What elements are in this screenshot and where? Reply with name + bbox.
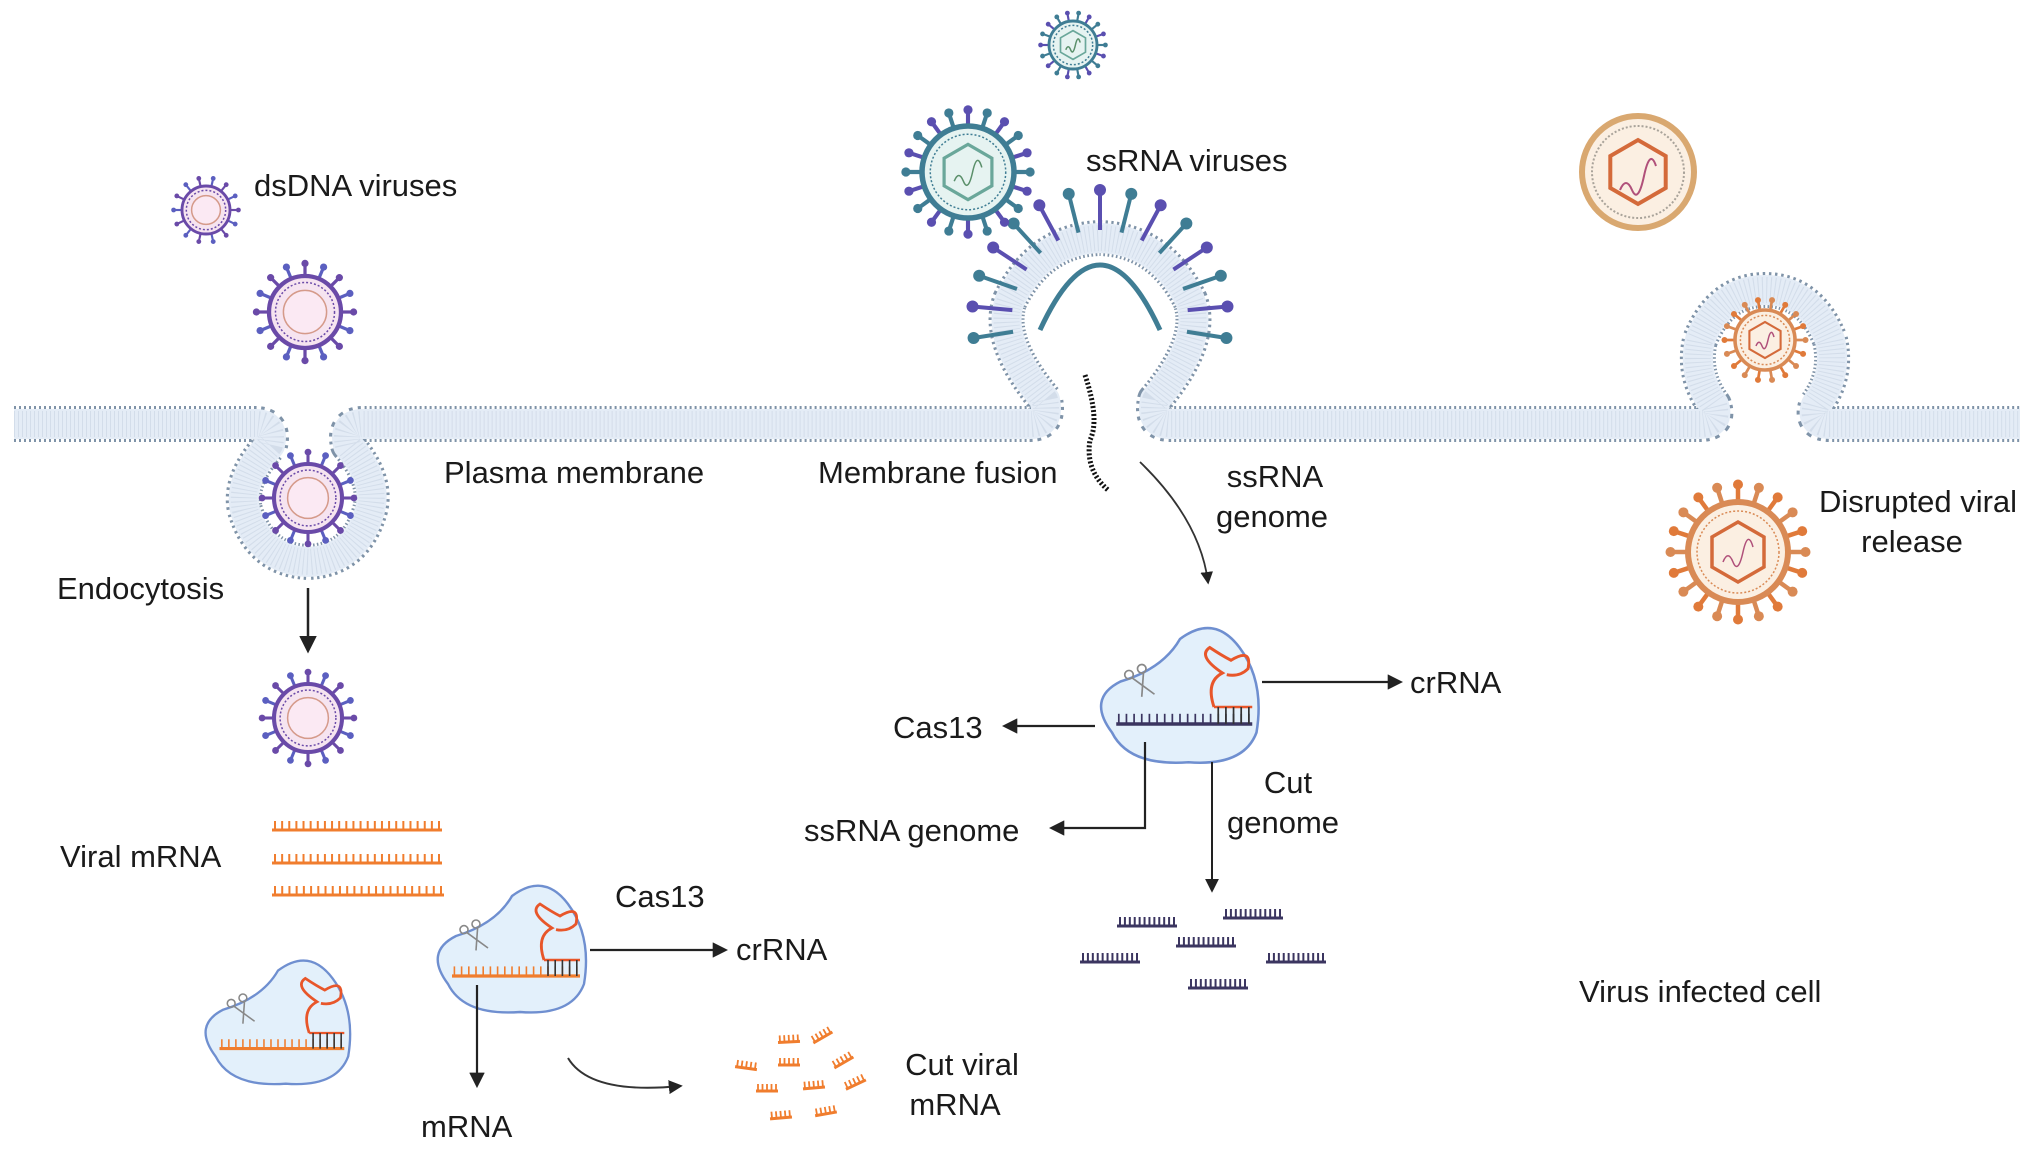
label-ssrna-genome-out: ssRNA genome xyxy=(804,811,1019,851)
cas13-layer xyxy=(206,628,1259,1084)
label-crrna-left: crRNA xyxy=(736,930,827,970)
cut-genome-fragment xyxy=(1080,953,1140,962)
arrow-ssrna-genome-out xyxy=(1052,742,1145,828)
label-ssrna-viruses: ssRNA viruses xyxy=(1086,141,1288,181)
released-virus-free xyxy=(1582,116,1694,228)
injected-genome xyxy=(1085,375,1108,490)
disrupted-release-virus xyxy=(1666,480,1811,625)
dsdna-virus-internalized xyxy=(259,669,358,768)
cut-mrna-fragment xyxy=(843,1074,866,1090)
label-ssrna-genome-entry-1: ssRNA xyxy=(1227,457,1323,497)
arrow-ssrna-entry xyxy=(1140,462,1208,582)
label-cut-viral-mrna-2: mRNA xyxy=(909,1085,1000,1125)
cas13-protein xyxy=(438,886,586,1013)
cut-genome-fragment xyxy=(1223,909,1283,918)
viral-mrna-strand xyxy=(272,854,442,863)
fusing-virus-envelope xyxy=(1040,265,1160,330)
cut-mrna-fragment xyxy=(756,1084,778,1091)
cut-mrna-fragment xyxy=(735,1060,758,1070)
dsdna-virus-small xyxy=(171,176,241,244)
label-disrupted-release-2: release xyxy=(1861,522,1963,562)
label-dsdna-viruses: dsDNA viruses xyxy=(254,166,457,206)
dsdna-virus-large xyxy=(253,260,357,364)
cas13-protein xyxy=(1101,628,1259,763)
label-cas13-right: Cas13 xyxy=(893,708,983,748)
label-cut-genome-1: Cut xyxy=(1264,763,1312,803)
cut-genome-fragment xyxy=(1176,937,1236,946)
cut-genome-fragment xyxy=(1117,917,1177,926)
cas13-protein xyxy=(206,961,351,1085)
cut-genome-fragment xyxy=(1266,953,1326,962)
label-ssrna-genome-entry-2: genome xyxy=(1216,497,1328,537)
label-viral-mrna: Viral mRNA xyxy=(60,837,221,877)
cut-mrna-fragment xyxy=(802,1080,825,1089)
label-endocytosis: Endocytosis xyxy=(57,569,224,609)
label-mrna: mRNA xyxy=(421,1107,512,1147)
cut-mrna-fragment xyxy=(778,1034,800,1042)
label-virus-infected-cell: Virus infected cell xyxy=(1579,972,1821,1012)
cut-mrna-fragment xyxy=(810,1026,833,1043)
label-cut-genome-2: genome xyxy=(1227,803,1339,843)
cut-mrna-fragment xyxy=(778,1058,800,1065)
cut-mrna-fragment xyxy=(814,1105,837,1116)
viral-mrna-strand xyxy=(272,886,444,895)
cut-mrna-fragment xyxy=(769,1110,792,1119)
label-cut-viral-mrna-1: Cut viral xyxy=(905,1045,1019,1085)
cas13-complex-bottom-left xyxy=(206,961,351,1085)
label-membrane-fusion: Membrane fusion xyxy=(818,453,1058,493)
arrow-cut-viral-mrna xyxy=(568,1058,680,1088)
cut-mrna-fragment xyxy=(831,1051,854,1068)
label-cas13-left: Cas13 xyxy=(615,877,705,917)
label-disrupted-release-1: Disrupted viral xyxy=(1819,482,2017,522)
label-plasma-membrane: Plasma membrane xyxy=(444,453,704,493)
label-crrna-right: crRNA xyxy=(1410,663,1501,703)
cas13-complex-right xyxy=(1101,628,1259,763)
cut-genome-fragment xyxy=(1188,979,1248,988)
viruses-layer xyxy=(171,11,1810,768)
viral-mrna-strand xyxy=(272,821,442,830)
ssrna-virus-small xyxy=(1038,11,1108,80)
cas13-complex-left xyxy=(438,886,586,1013)
dsdna-virus-endocytosed xyxy=(259,449,358,548)
